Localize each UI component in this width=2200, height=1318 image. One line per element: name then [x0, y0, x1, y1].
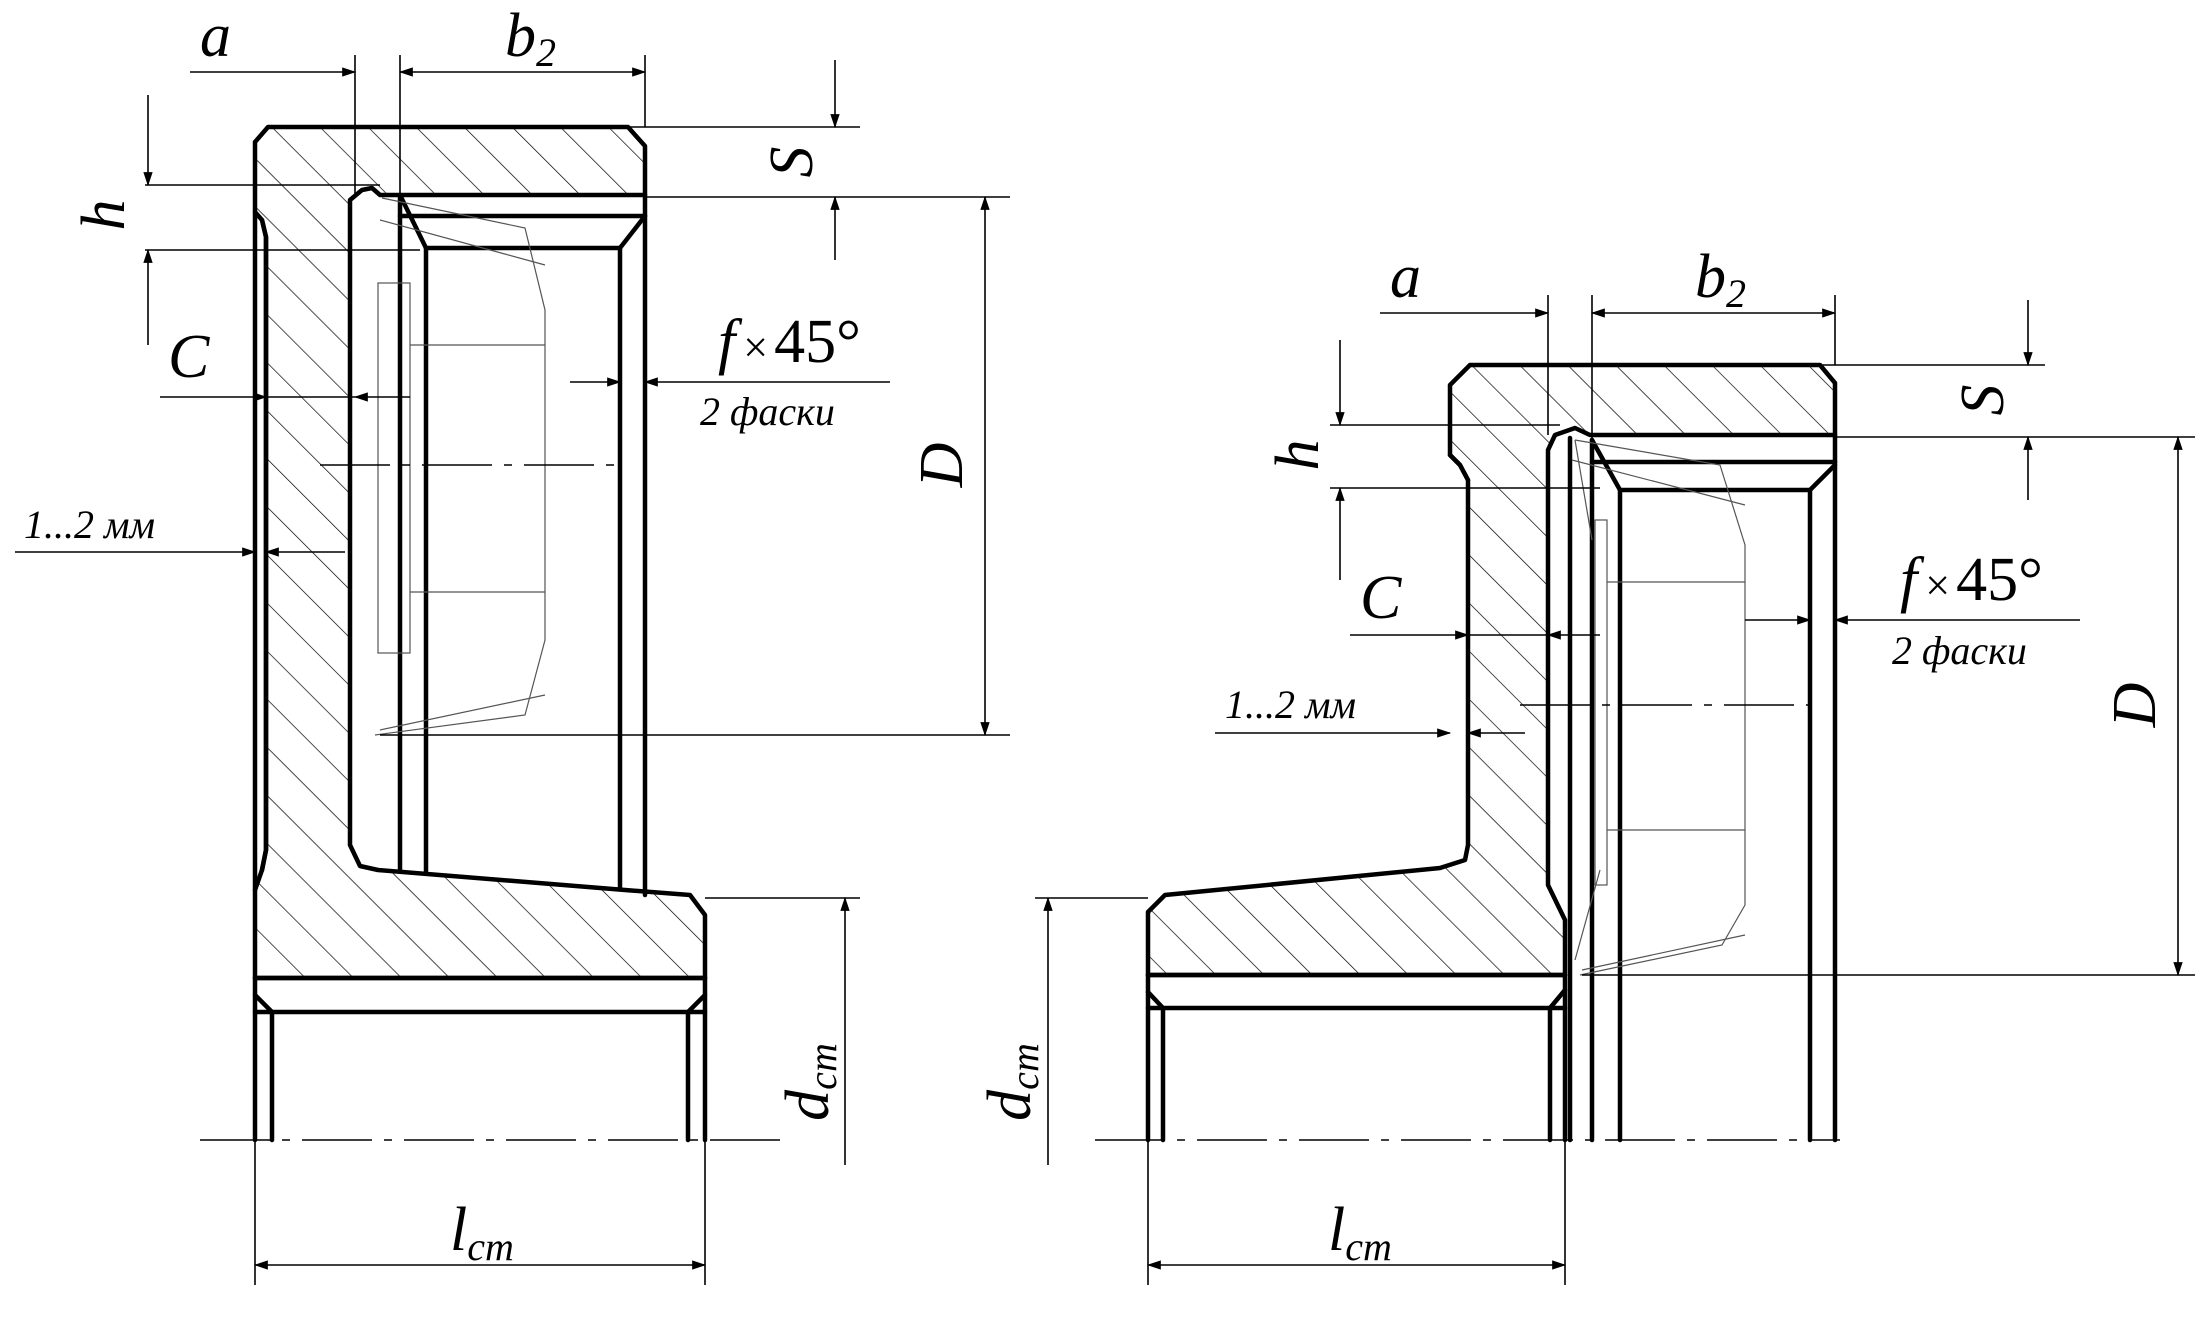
left-label-l: l [450, 1196, 467, 1264]
right-label-angle: 45° [1956, 546, 2043, 614]
left-dimensions [15, 55, 1010, 1285]
svg-text:b2: b2 [1695, 243, 1746, 316]
right-label-times: × [1925, 561, 1950, 610]
right-label-f: f [1900, 546, 1925, 614]
left-labels: a b2 S h C f×45° 2 фаски 1...2 мм D dcm … [24, 2, 976, 1269]
svg-text:lcm: lcm [450, 1196, 514, 1269]
svg-text:f×45°: f×45° [718, 308, 861, 376]
right-label-s: S [1949, 385, 2017, 416]
left-label-b: b [505, 2, 536, 70]
svg-text:dcm: dcm [774, 1043, 845, 1121]
right-label-d: d [976, 1089, 1044, 1121]
right-dimensions [1035, 295, 2195, 1285]
right-labels: a b2 S h C f×45° 2 фаски 1...2 мм D dcm … [976, 243, 2169, 1269]
left-view [200, 124, 780, 1143]
svg-text:b2: b2 [505, 2, 556, 75]
left-label-s: S [758, 147, 826, 178]
svg-text:lcm: lcm [1328, 1196, 1392, 1269]
left-label-times: × [743, 323, 768, 372]
left-label-l-sub: cm [467, 1224, 514, 1269]
left-label-c: C [168, 323, 210, 391]
right-view [1095, 362, 1840, 1143]
right-label-gap: 1...2 мм [1225, 682, 1356, 727]
left-label-a: a [200, 2, 231, 70]
left-label-h: h [70, 200, 138, 231]
left-label-d: d [774, 1089, 842, 1121]
left-label-d-diameter: D [908, 443, 976, 489]
left-label-d-sub: cm [800, 1043, 845, 1090]
right-label-b: b [1695, 243, 1726, 311]
left-label-gap: 1...2 мм [24, 502, 155, 547]
right-label-chamfers: 2 фаски [1892, 628, 2027, 673]
left-label-f: f [718, 308, 743, 376]
right-label-l: l [1328, 1196, 1345, 1264]
right-label-d-sub: cm [1002, 1043, 1047, 1090]
right-label-l-sub: cm [1345, 1224, 1392, 1269]
right-label-h: h [1264, 440, 1332, 471]
right-label-d-diameter: D [2101, 683, 2169, 729]
left-label-b-sub: 2 [536, 30, 556, 75]
left-label-chamfers: 2 фаски [700, 389, 835, 434]
right-label-b-sub: 2 [1726, 271, 1746, 316]
right-label-a: a [1390, 243, 1421, 311]
left-label-angle: 45° [774, 308, 861, 376]
right-label-c: C [1360, 564, 1402, 632]
svg-text:dcm: dcm [976, 1043, 1047, 1121]
svg-text:f×45°: f×45° [1900, 546, 2043, 614]
right-section [1145, 362, 1838, 978]
